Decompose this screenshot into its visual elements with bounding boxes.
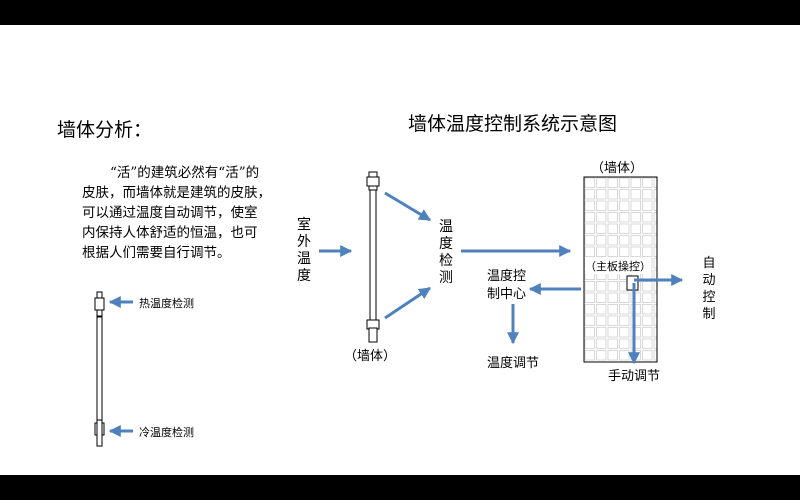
temp-detect-label: 温度检测	[438, 219, 454, 287]
control-center-line: 温度控	[487, 269, 527, 284]
analysis-paragraph: “活”的建筑必然有“活”的 皮肤，而墙体就是建筑的皮肤， 可以通过温度自动调节，…	[82, 163, 292, 263]
diagram-title: 墙体温度控制系统示意图	[408, 113, 618, 135]
hot-sensor-label: 热温度检测	[139, 297, 194, 310]
paragraph-line: “活”的建筑必然有“活”的	[110, 165, 260, 181]
wall-label-left: （墙体）	[344, 349, 397, 364]
outdoor-temp-label: 室外温度	[296, 217, 312, 285]
control-center-label: 温度控 制中心	[487, 268, 526, 304]
wall-label-right: （墙体）	[591, 161, 644, 176]
paragraph-line: 可以通过温度自动调节，使室	[82, 205, 258, 221]
auto-control-label: 自动控制	[701, 255, 717, 323]
detect-arrow-up	[384, 191, 432, 222]
slide: 墙体分析： 墙体温度控制系统示意图 “活”的建筑必然有“活”的 皮肤，而墙体就是…	[0, 25, 800, 475]
left-title: 墙体分析：	[57, 119, 153, 141]
left-pipe	[94, 291, 105, 447]
paragraph-line: 内保持人体舒适的恒温，也可	[82, 225, 258, 241]
manual-adjust-label: 手动调节	[608, 369, 661, 384]
auto-control-text: 自动控制	[702, 256, 716, 322]
board-label: （主板操控）	[585, 258, 651, 274]
paragraph-line: 皮肤，而墙体就是建筑的皮肤，	[82, 185, 271, 201]
temp-adjust-label: 温度调节	[487, 356, 540, 371]
temp-detect-text: 温度检测	[439, 219, 453, 286]
detect-arrow-down	[384, 286, 431, 320]
outdoor-temp-text: 室外温度	[297, 217, 311, 284]
control-center-line: 制中心	[487, 287, 527, 302]
cold-sensor-label: 冷温度检测	[139, 426, 194, 439]
paragraph-line: 根据人们需要自行调节。	[82, 245, 231, 261]
middle-pipe	[366, 171, 380, 343]
